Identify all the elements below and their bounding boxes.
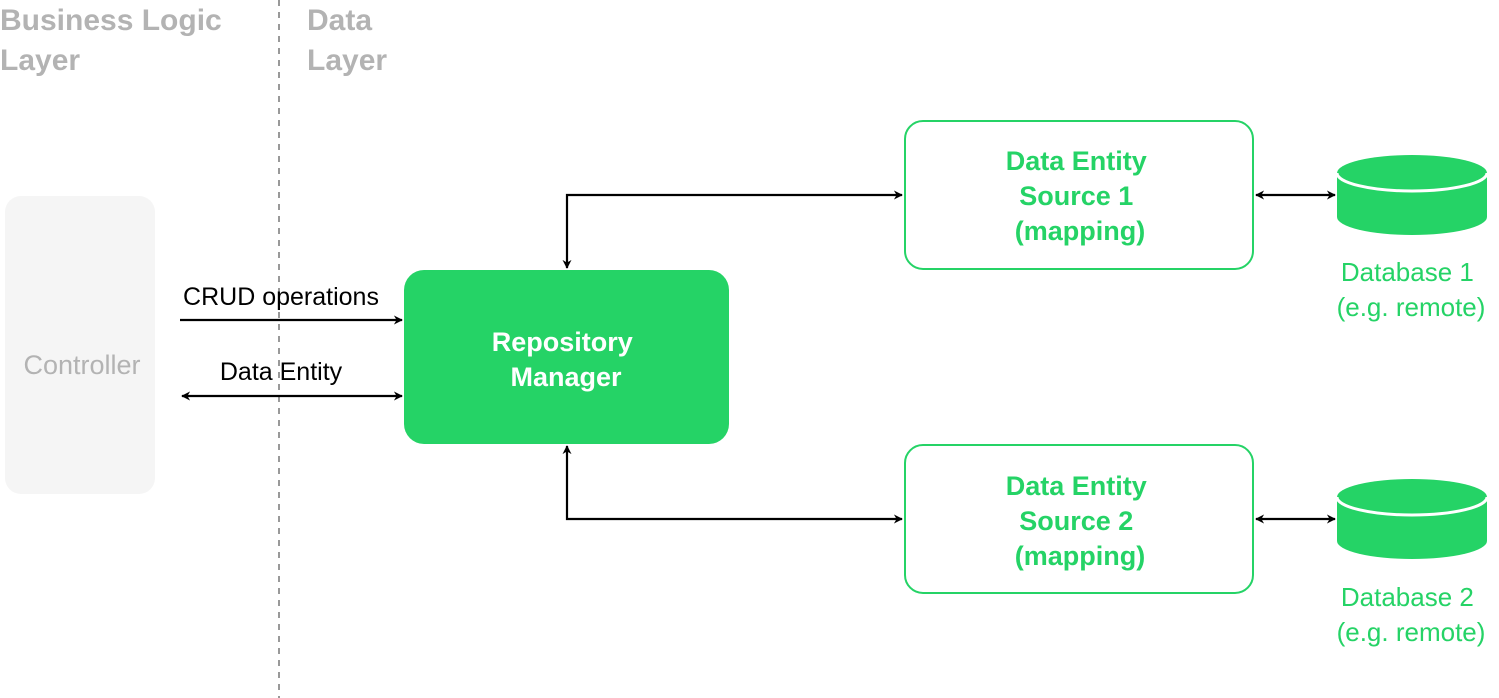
data-entity-label: Data Entity (220, 358, 343, 386)
source-1-label-line: Source 1 (1019, 181, 1133, 211)
business-layer-title-line: Layer (0, 44, 80, 77)
controller-label: Controller (23, 350, 140, 380)
data-layer-title-line: Data (307, 4, 372, 37)
database-2: Database 2 (e.g. remote) (1335, 479, 1489, 647)
source-2-label-line: Source 2 (1019, 506, 1133, 536)
repo-source-1-connector (562, 190, 903, 269)
business-layer-title-line: Business Logic (0, 4, 222, 37)
source-1-box (904, 120, 1254, 270)
data-entity-source-1: Data Entity Source 1 (mapping) (904, 120, 1254, 270)
source-2-label-line: (mapping) (1015, 541, 1145, 571)
crud-edge: CRUD operations (180, 283, 403, 325)
source-1-label-line: (mapping) (1015, 216, 1145, 246)
database-1-label-line: (e.g. remote) (1337, 292, 1486, 322)
database-1-icon (1337, 155, 1487, 235)
repository-manager-node: Repository Manager (404, 270, 729, 444)
repository-manager-box (404, 270, 729, 444)
crud-label: CRUD operations (183, 283, 379, 311)
source-2-label: Data Entity Source 2 (mapping) (1006, 471, 1155, 571)
database-2-icon (1337, 479, 1487, 559)
source-2-box (904, 444, 1254, 594)
repository-manager-label: Repository Manager (492, 327, 641, 392)
business-layer-title: Business Logic Layer (0, 4, 230, 77)
data-entity-edge: Data Entity (181, 358, 403, 401)
database-2-label-line: (e.g. remote) (1337, 617, 1486, 647)
source-1-label-line: Data Entity (1006, 146, 1147, 176)
database-1-label-line: Database 1 (1341, 257, 1474, 287)
database-2-rim (1335, 496, 1489, 517)
database-1-label: Database 1 (e.g. remote) (1337, 257, 1486, 322)
repository-manager-label-line: Manager (510, 362, 622, 392)
data-layer-title-line: Layer (307, 44, 387, 77)
database-1: Database 1 (e.g. remote) (1335, 155, 1489, 322)
controller-node: Controller (5, 196, 155, 494)
database-2-label: Database 2 (e.g. remote) (1337, 582, 1486, 647)
repository-manager-label-line: Repository (492, 327, 633, 357)
database-1-rim (1335, 172, 1489, 193)
database-2-label-line: Database 2 (1341, 582, 1474, 612)
source-2-label-line: Data Entity (1006, 471, 1147, 501)
data-entity-source-2: Data Entity Source 2 (mapping) (904, 444, 1254, 594)
repo-source-2-connector (562, 445, 903, 524)
controller-box (5, 196, 155, 494)
source-1-label: Data Entity Source 1 (mapping) (1006, 146, 1155, 246)
data-layer-title: Data Layer (307, 4, 387, 77)
